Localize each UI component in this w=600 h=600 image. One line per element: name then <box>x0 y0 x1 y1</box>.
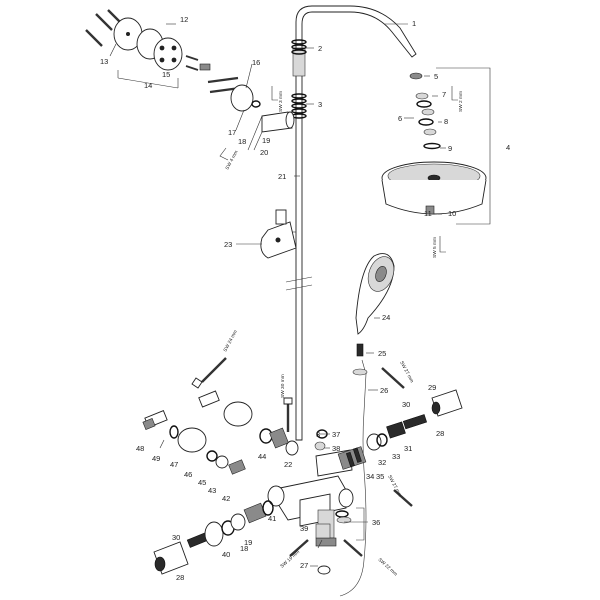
riser-pipe <box>285 5 417 441</box>
part-label-23: 23 <box>224 240 232 249</box>
part-label-31: 31 <box>404 444 412 453</box>
wrench-sw24-icon: SW 24 mm <box>191 329 239 389</box>
part-labels: 1 2 3 3 4 5 6 7 8 9 10 11 12 13 14 15 16… <box>100 15 510 582</box>
hose-and-connectors <box>339 343 368 597</box>
part-label-17: 17 <box>228 128 236 137</box>
part-label-18: 18 <box>240 544 248 553</box>
thermo-cartridge <box>337 446 367 470</box>
overhead-shower-assembly <box>381 67 491 225</box>
part-label-27: 27 <box>300 561 308 570</box>
part-label-46: 46 <box>184 470 192 479</box>
part-label-2: 2 <box>318 44 322 53</box>
wrench-sw22-icon: SW 22 mm <box>343 539 399 577</box>
riser-o-rings <box>291 39 307 119</box>
part-label-40: 40 <box>222 550 230 559</box>
part-label-48: 48 <box>136 444 144 453</box>
tool-label-sw27a: SW 27 mm <box>398 360 414 384</box>
part-label-13: 13 <box>100 57 108 66</box>
part-label-15: 15 <box>162 70 170 79</box>
part-label-30: 30 <box>402 400 410 409</box>
part-label-29: 29 <box>428 383 436 392</box>
part-label-14: 14 <box>144 81 152 90</box>
left-knob-group <box>153 500 274 575</box>
part-label-20: 20 <box>260 148 268 157</box>
hex-key-sw3-icon: SW 3 mm <box>271 86 284 112</box>
part-label-12: 12 <box>180 15 188 24</box>
part-label-39: 39 <box>300 524 308 533</box>
part-label-3: 3 <box>316 430 320 439</box>
part-label-1: 1 <box>412 19 416 28</box>
shower-holder <box>260 209 297 259</box>
part-label-4: 4 <box>506 143 510 152</box>
tool-label-sw5: SW 5 mm <box>432 237 438 258</box>
hand-shower <box>355 253 395 335</box>
pipe-break-mark <box>285 276 313 283</box>
part-label-30: 30 <box>172 533 180 542</box>
leader-lines <box>109 23 446 567</box>
part-label-32: 32 <box>378 458 386 467</box>
left-valve-group <box>142 390 299 475</box>
thermostat-body <box>267 449 354 575</box>
wall-bracket-assembly <box>85 9 295 151</box>
part-label-3: 3 <box>318 100 322 109</box>
wrench-sw27a-icon: SW 27 mm <box>381 360 415 389</box>
part-label-19: 19 <box>262 136 270 145</box>
hex-key-sw2-icon: SW 2 mm <box>451 86 464 112</box>
part-label-28: 28 <box>176 573 184 582</box>
hex-key-sw4-icon: SW 4 mm <box>219 147 240 171</box>
part-label-10: 10 <box>448 209 456 218</box>
left-escutcheon <box>177 427 207 453</box>
part-label-24: 24 <box>382 313 390 322</box>
tool-label-sw3: SW 3 mm <box>278 91 284 112</box>
part-label-34: 34 <box>366 472 374 481</box>
part-label-38: 38 <box>332 444 340 453</box>
right-knob-group <box>366 389 463 451</box>
part-label-21: 21 <box>278 172 286 181</box>
part-label-35: 35 <box>376 472 384 481</box>
pipe-break-mark <box>285 284 313 291</box>
wrench-sw30-icon: SW 30 mm <box>280 374 293 432</box>
part-label-25: 25 <box>378 349 386 358</box>
pipe-sleeve <box>292 47 306 77</box>
part-label-42: 42 <box>222 494 230 503</box>
tool-label-sw30: SW 30 mm <box>280 374 286 398</box>
part-label-18: 18 <box>238 137 246 146</box>
tool-label-sw19: SW 19 mm <box>279 549 301 569</box>
part-label-47: 47 <box>170 460 178 469</box>
part-label-26: 26 <box>380 386 388 395</box>
nut-5 <box>409 72 423 80</box>
part-label-33: 33 <box>392 452 400 461</box>
part-label-9: 9 <box>448 144 452 153</box>
part-label-28: 28 <box>436 429 444 438</box>
part-label-8: 8 <box>444 117 448 126</box>
part-label-36: 36 <box>372 518 380 527</box>
part-label-41: 41 <box>268 514 276 523</box>
part-label-45: 45 <box>198 478 206 487</box>
wrench-sw27b-icon: SW 27 mm <box>386 474 413 507</box>
part-label-44: 44 <box>258 452 266 461</box>
bracket-cover <box>230 84 254 112</box>
part-label-6: 6 <box>398 114 402 123</box>
part-label-22: 22 <box>284 460 292 469</box>
part-label-19: 19 <box>244 538 252 547</box>
tool-label-sw24: SW 24 mm <box>222 329 238 353</box>
part-label-16: 16 <box>252 58 260 67</box>
hex-key-sw5-icon: SW 5 mm <box>432 236 446 258</box>
part-label-37: 37 <box>332 430 340 439</box>
tool-label-sw27b: SW 27 mm <box>386 474 402 498</box>
tool-label-sw2: SW 2 mm <box>458 91 464 112</box>
part-label-5: 5 <box>434 72 438 81</box>
bracket-arm <box>261 111 293 133</box>
tool-label-sw4: SW 4 mm <box>224 150 239 171</box>
tool-label-sw22: SW 22 mm <box>377 557 399 577</box>
part-label-49: 49 <box>152 454 160 463</box>
part-label-11: 11 <box>424 209 432 218</box>
part-label-43: 43 <box>208 486 216 495</box>
part-label-7: 7 <box>442 90 446 99</box>
